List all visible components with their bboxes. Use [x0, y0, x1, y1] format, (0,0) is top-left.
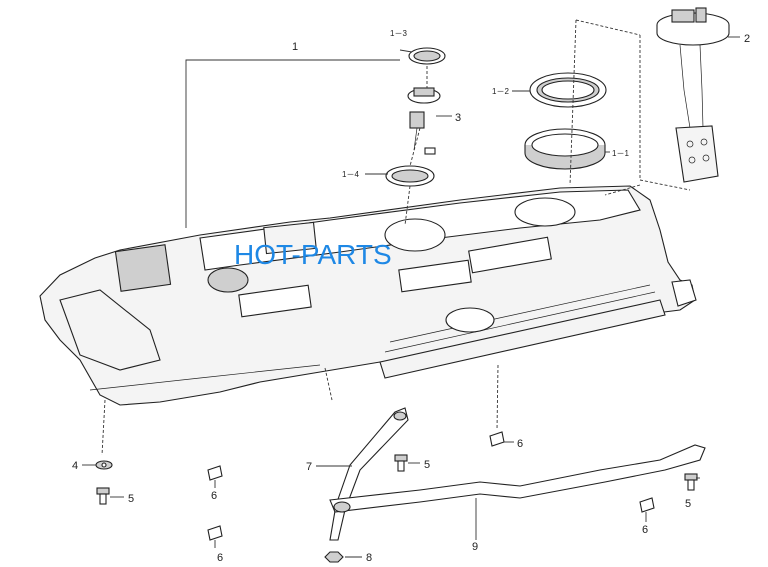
callout-7: 7	[306, 461, 312, 473]
tank-strap-front	[329, 407, 409, 541]
fuel-sender-unit	[407, 87, 441, 155]
callout-1-4: 1－4	[342, 170, 359, 179]
washer	[95, 460, 113, 470]
clip-c	[489, 431, 505, 447]
bolt-c	[684, 473, 698, 491]
callout-8: 8	[366, 552, 372, 564]
callout-5-c: 5	[685, 498, 691, 510]
callout-5-b: 5	[424, 459, 430, 471]
tank-strap-rear	[329, 444, 706, 513]
callout-6-c: 6	[517, 438, 523, 450]
callout-6-a: 6	[211, 490, 217, 502]
leader-lines	[82, 36, 740, 558]
lock-ring-small	[408, 47, 446, 65]
pump-gasket	[524, 128, 606, 170]
bolt-a	[96, 487, 110, 505]
guide-lines	[101, 19, 691, 456]
bolt-b	[394, 454, 408, 472]
sender-gasket	[385, 165, 435, 187]
callout-6-b: 6	[217, 552, 223, 564]
lock-ring-large	[529, 72, 607, 108]
callout-1-1: 1－1	[612, 149, 629, 158]
clip-a	[207, 465, 223, 481]
watermark-text: HOT-PARTS	[234, 239, 392, 270]
callout-5-a: 5	[128, 493, 134, 505]
callout-3: 3	[455, 112, 461, 124]
callout-2: 2	[744, 33, 750, 45]
nut	[324, 551, 344, 563]
callout-6-d: 6	[642, 524, 648, 536]
callout-1-3: 1－3	[390, 29, 407, 38]
clip-b	[207, 525, 223, 541]
callout-4: 4	[72, 460, 78, 472]
fuel-pump-assembly	[656, 7, 730, 183]
clip-d	[639, 497, 655, 513]
callout-9: 9	[472, 541, 478, 553]
callout-1: 1	[292, 41, 298, 53]
callout-1-2: 1－2	[492, 87, 509, 96]
fuel-tank	[39, 185, 697, 406]
